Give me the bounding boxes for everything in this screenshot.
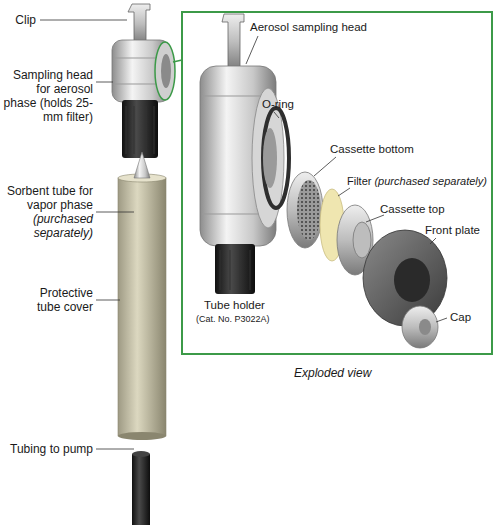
- part-label: Cassette top: [380, 202, 445, 216]
- part-label: Protective tube cover: [15, 286, 93, 314]
- part-label: Cassette bottom: [330, 142, 414, 156]
- part-label: Filter: [347, 174, 371, 188]
- part-label: Front plate: [425, 223, 480, 237]
- part-label: O-ring: [262, 97, 294, 111]
- view-caption: Exploded view: [294, 366, 371, 380]
- part-label: Sorbent tube for vapor phase: [5, 184, 93, 212]
- part-note: (purchased separately): [5, 212, 93, 240]
- part-label: Sampling head for aerosol phase (holds 2…: [3, 68, 93, 124]
- part-label: Clip: [15, 13, 36, 27]
- part-label: Aerosol sampling head: [250, 20, 367, 34]
- part-label: Tubing to pump: [3, 442, 93, 456]
- catalog-number: (Cat. No. P3022A): [196, 312, 270, 326]
- part-label: Cap: [450, 310, 471, 324]
- part-label: Tube holder: [204, 298, 265, 312]
- part-note: (purchased separately): [374, 174, 487, 188]
